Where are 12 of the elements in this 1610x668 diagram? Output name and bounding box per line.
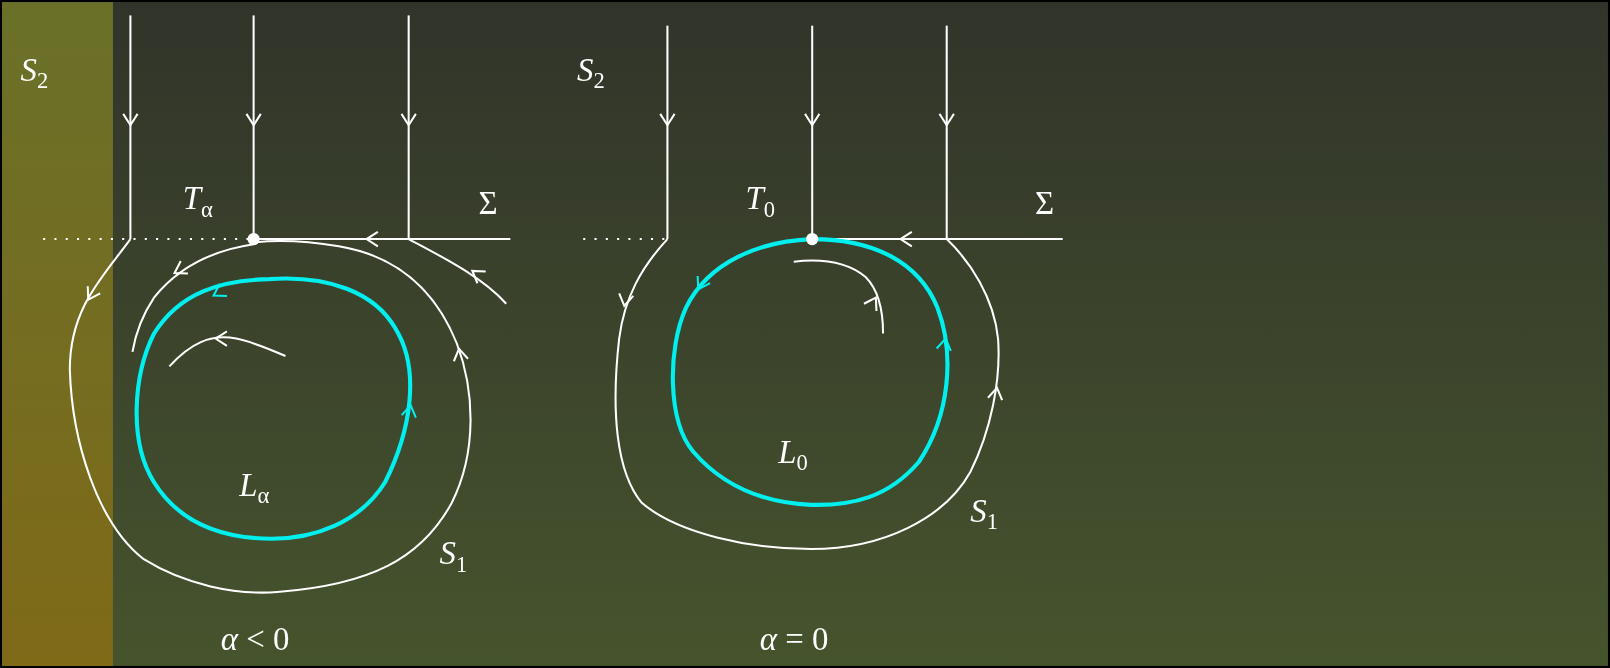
math-label: S$_{2}$ bbox=[20, 53, 49, 93]
math-label: L$_{α}$ bbox=[239, 467, 270, 507]
math-label: Σ bbox=[1035, 186, 1055, 220]
math-label: Σ bbox=[478, 186, 498, 220]
math-label: α < 0 bbox=[220, 621, 290, 655]
math-label: S$_{1}$ bbox=[970, 494, 999, 534]
math-label: S$_{2}$ bbox=[577, 53, 605, 93]
math-label: α = 0 bbox=[759, 621, 829, 655]
math-label: T$_{0}$ bbox=[745, 181, 776, 221]
math-label: L$_{0}$ bbox=[778, 435, 808, 475]
math-label: S$_{1}$ bbox=[439, 536, 468, 576]
math-label: T$_{α}$ bbox=[182, 181, 213, 221]
